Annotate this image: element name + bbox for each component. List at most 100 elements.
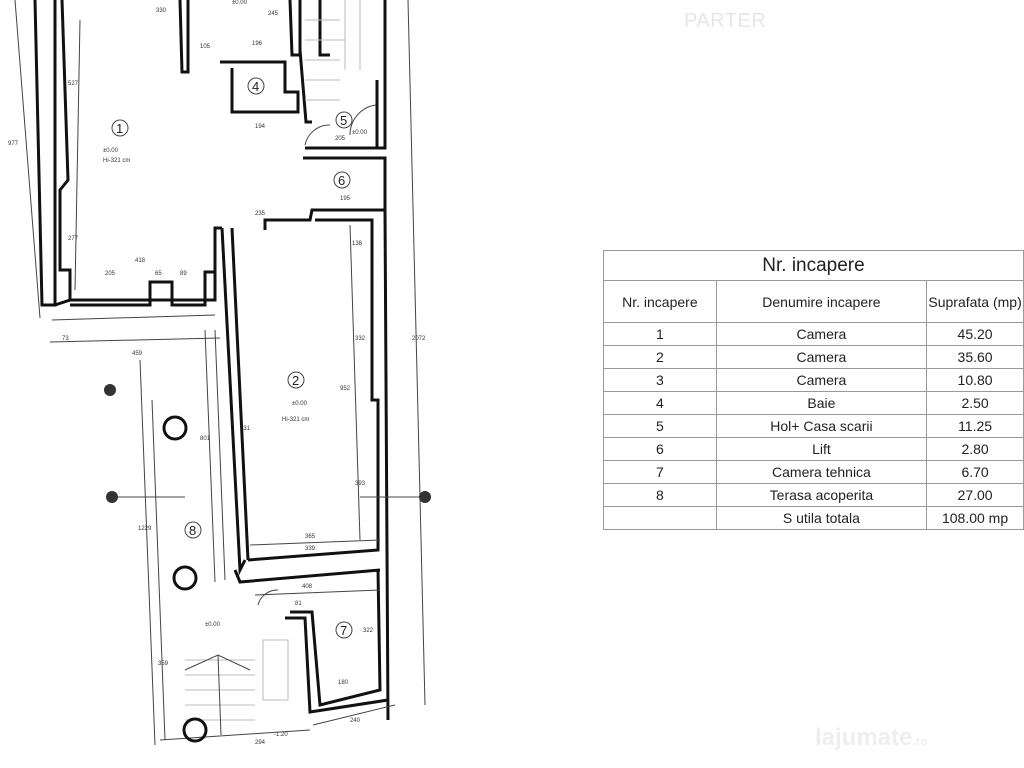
cell-nr <box>603 506 717 530</box>
room-5-number: 5 <box>340 113 347 128</box>
dim-label: 180 <box>338 680 349 686</box>
watermark-logo: lajumate.ro <box>815 724 928 752</box>
dim-label: 294 <box>255 740 266 746</box>
header-area: Suprafata (mp) <box>926 280 1024 323</box>
cell-name: Camera <box>715 322 928 346</box>
room-2-number: 2 <box>292 373 299 388</box>
cell-area: 2.50 <box>926 391 1024 415</box>
watermark-suffix: .ro <box>912 734 928 748</box>
dim-label: 205 <box>335 136 346 142</box>
cell-nr: 3 <box>603 368 717 392</box>
room-labels: 1 ±0.00 Hi-321 cm 2 ±0.00 Hi-321 cm 4 5 … <box>103 0 368 738</box>
room-7-number: 7 <box>340 623 347 638</box>
dim-label: 952 <box>340 386 351 392</box>
columns <box>162 415 208 743</box>
cell-nr: 5 <box>603 414 717 438</box>
cell-nr: 8 <box>603 483 717 507</box>
room-5-level: ±0.00 <box>352 130 368 136</box>
dimension-lines <box>14 0 426 746</box>
dim-label: 2072 <box>412 336 426 342</box>
floor-plan: 1 ±0.00 Hi-321 cm 2 ±0.00 Hi-321 cm 4 5 … <box>8 0 431 746</box>
dim-label: 1229 <box>138 526 152 532</box>
dim-label: 194 <box>255 124 266 130</box>
dim-label: 65 <box>155 271 162 277</box>
dim-label: 459 <box>132 351 143 357</box>
plan-title: PARTER <box>684 10 767 32</box>
section-markers <box>104 384 431 503</box>
room-2-level: ±0.00 <box>292 401 308 407</box>
header-nr: Nr. incapere <box>603 280 717 323</box>
bottom-level: -1.20 <box>274 732 288 738</box>
dim-label: 205 <box>105 271 116 277</box>
room-6-number: 6 <box>338 173 345 188</box>
dim-label: 277 <box>68 236 79 242</box>
dim-label: 81 <box>295 601 302 607</box>
rooms-table: Nr. incapere Nr. incapere Denumire incap… <box>603 250 1024 530</box>
cell-area: 45.20 <box>926 322 1024 346</box>
cell-name: Baie <box>715 391 928 415</box>
cell-nr: 1 <box>603 322 717 346</box>
dim-label: 332 <box>355 336 366 342</box>
dim-label: 977 <box>8 141 19 147</box>
section-marker-icon <box>104 384 116 396</box>
cell-nr: 7 <box>603 460 717 484</box>
section-marker-icon <box>419 491 431 503</box>
dim-label: 235 <box>255 211 266 217</box>
dim-label: 359 <box>158 661 169 667</box>
section-marker-icon <box>106 491 118 503</box>
watermark-text: lajumate <box>815 724 913 751</box>
dim-label: 105 <box>200 44 211 50</box>
dimension-labels: 977 2072 1229 527 277 418 205 65 89 73 4… <box>8 8 426 746</box>
header-name: Denumire incapere <box>715 280 928 323</box>
dim-label: 365 <box>305 534 316 540</box>
cell-area: 11.25 <box>926 414 1024 438</box>
room-1-level: ±0.00 <box>103 148 119 154</box>
dim-label: 408 <box>302 584 313 590</box>
dim-label: 527 <box>68 81 79 87</box>
cell-nr: 6 <box>603 437 717 461</box>
cell-area: 27.00 <box>926 483 1024 507</box>
room-1-height: Hi-321 cm <box>103 158 130 164</box>
dim-label: 418 <box>135 258 146 264</box>
room-4-number: 4 <box>252 79 259 94</box>
total-label: S utila totala <box>715 506 928 530</box>
total-area: 108.00 mp <box>926 506 1024 530</box>
cell-name: Camera tehnica <box>715 460 928 484</box>
dim-label: 89 <box>180 271 187 277</box>
dim-label: 196 <box>252 41 263 47</box>
top-level: ±0.00 <box>232 0 248 6</box>
dim-label: 195 <box>340 196 351 202</box>
cell-area: 35.60 <box>926 345 1024 369</box>
cell-name: Camera <box>715 368 928 392</box>
dim-label: 73 <box>62 336 69 342</box>
room-8-level: ±0.00 <box>205 622 221 628</box>
dim-label: 330 <box>156 8 167 14</box>
column-icon <box>182 717 208 743</box>
dim-label: 245 <box>268 11 279 17</box>
room-1-number: 1 <box>116 121 123 136</box>
walls <box>33 0 390 721</box>
room-2-height: Hi-321 cm <box>282 417 309 423</box>
room-8-number: 8 <box>189 523 196 538</box>
cell-area: 6.70 <box>926 460 1024 484</box>
dim-label: 731 <box>240 426 251 432</box>
column-icon <box>162 415 188 441</box>
dim-label: 339 <box>305 546 316 552</box>
cell-nr: 4 <box>603 391 717 415</box>
column-icon <box>172 565 198 591</box>
table-caption: Nr. incapere <box>603 250 1024 281</box>
dim-label: 138 <box>352 241 363 247</box>
cell-area: 10.80 <box>926 368 1024 392</box>
dim-label: 393 <box>355 481 366 487</box>
dim-label: 240 <box>350 718 361 724</box>
dim-label: 801 <box>200 436 211 442</box>
dim-label: 322 <box>363 628 374 634</box>
cell-area: 2.80 <box>926 437 1024 461</box>
